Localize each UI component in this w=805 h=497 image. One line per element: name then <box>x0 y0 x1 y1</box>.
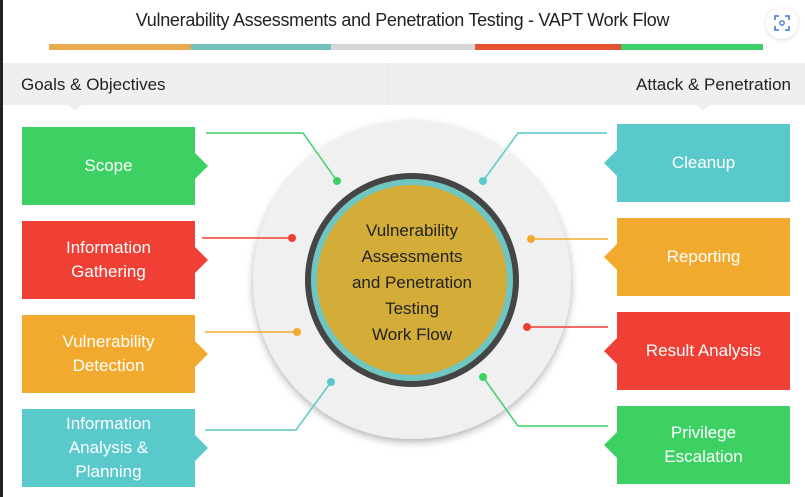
color-bar-segment <box>621 44 763 50</box>
dot <box>288 234 296 242</box>
dot <box>333 177 341 185</box>
pointer <box>68 105 82 111</box>
divider <box>388 63 389 105</box>
step-vulnerability-detection: Vulnerability Detection <box>22 315 208 393</box>
step-cleanup: Cleanup <box>604 124 790 202</box>
section-header-band <box>3 63 805 105</box>
core-circle <box>317 185 507 375</box>
color-bar-segment <box>331 44 475 50</box>
dot <box>523 323 531 331</box>
center-title: Vulnerability Assessments and Penetratio… <box>322 218 502 348</box>
center-line: and Penetration <box>351 273 473 292</box>
step-label: Privilege Escalation <box>664 423 743 466</box>
step-information-analysis-planning: Information Analysis & Planning <box>22 409 208 487</box>
step-label: Information Analysis & Planning <box>65 414 152 481</box>
center-line: Work Flow <box>372 325 452 344</box>
step-reporting: Reporting <box>604 218 790 296</box>
window-edge <box>0 0 3 497</box>
connector-scope <box>206 132 338 182</box>
color-bar-segment <box>475 44 621 50</box>
step-label: Cleanup <box>671 153 736 172</box>
dot <box>327 378 335 386</box>
center-line: Testing <box>385 299 439 318</box>
step-privilege-escalation: Privilege Escalation <box>604 406 790 484</box>
visual-search-icon[interactable] <box>766 7 798 39</box>
connector-privilege <box>482 376 608 427</box>
step-label: Information Gathering <box>65 238 152 281</box>
dot <box>479 373 487 381</box>
step-result-analysis: Result Analysis <box>604 312 790 390</box>
dot <box>293 328 301 336</box>
pointer <box>696 105 710 111</box>
connector-analysis <box>205 381 332 431</box>
dot <box>527 235 535 243</box>
center-line: Assessments <box>361 247 463 266</box>
connector-cleanup <box>482 132 607 182</box>
color-bar-segment <box>191 44 331 50</box>
page-title: Vulnerability Assessments and Penetratio… <box>135 10 670 30</box>
step-label: Reporting <box>666 247 741 266</box>
step-label: Vulnerability Detection <box>62 332 155 375</box>
step-information-gathering: Information Gathering <box>22 221 208 299</box>
center-line: Vulnerability <box>366 221 458 240</box>
step-label: Scope <box>84 156 133 175</box>
dot <box>479 177 487 185</box>
color-bar-segment <box>49 44 191 50</box>
goals-objectives-heading: Goals & Objectives <box>21 75 166 94</box>
step-label: Result Analysis <box>645 341 762 360</box>
step-scope: Scope <box>22 127 208 205</box>
attack-penetration-heading: Attack & Penetration <box>636 75 791 94</box>
